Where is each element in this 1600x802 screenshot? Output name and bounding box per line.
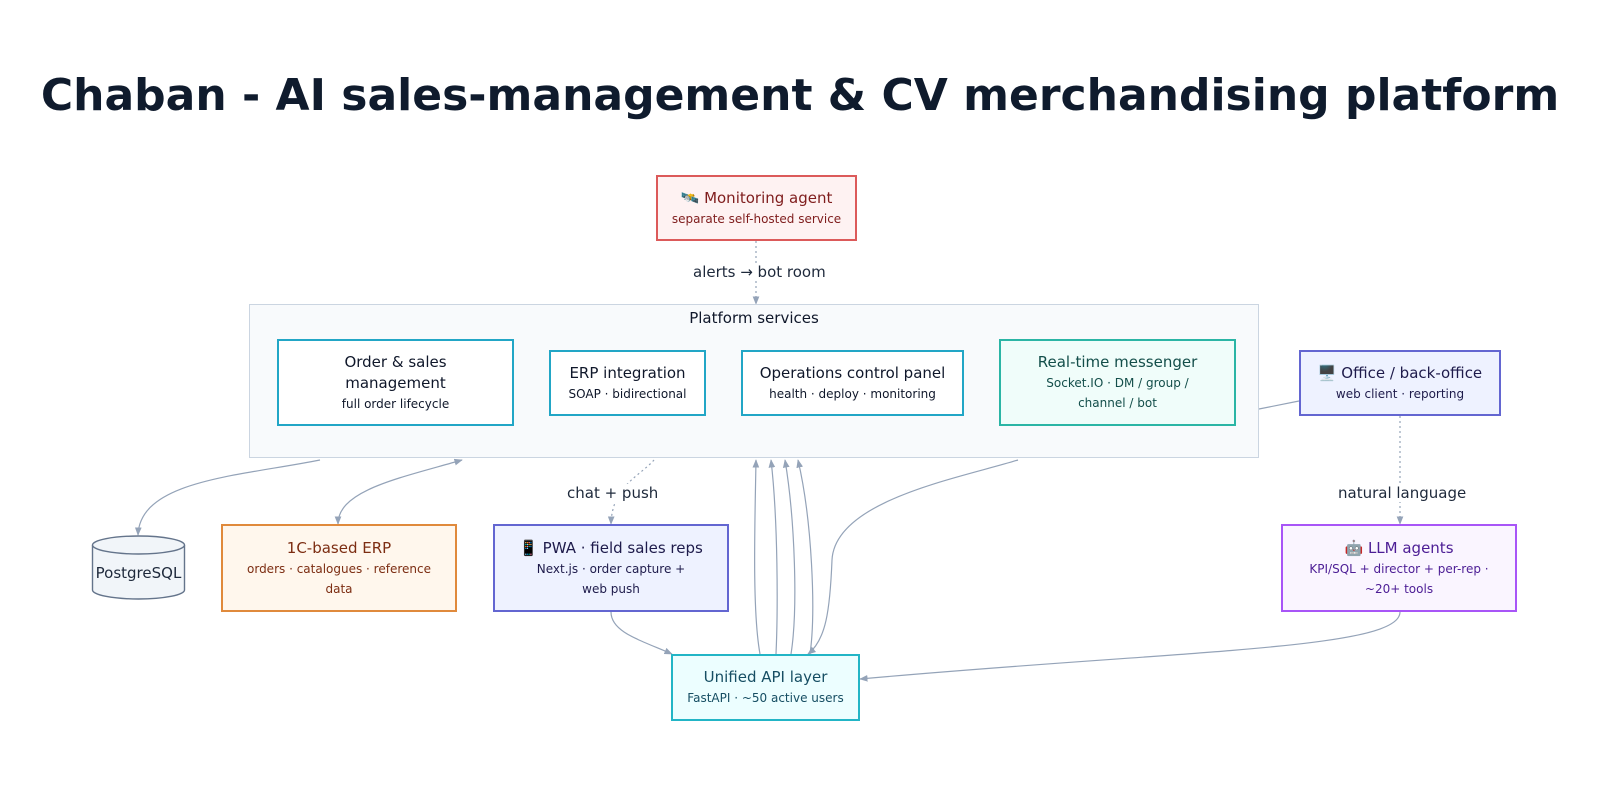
edge-label-natural-language: natural language [1334,484,1471,502]
node-postgres-label: PostgreSQL [95,564,182,582]
edge-platform-to-pwa [607,459,655,525]
database-cylinder-icon [91,535,186,600]
edge-messenger-to-api [807,459,1019,655]
node-1c-erp-sub: orders · catalogues · reference data [247,561,431,596]
node-order-management-sub: full order lifecycle [341,396,450,411]
mobile-phone-icon: 📱 [519,538,538,557]
node-office-sub: web client · reporting [1335,386,1465,401]
diagram-title: Chaban - AI sales-management & CV mercha… [40,70,1560,121]
node-office-title: 🖥️ Office / back-office [1318,363,1482,384]
node-api-sub: FastAPI · ~50 active users [687,691,844,705]
edge-platform-to-erp [334,458,463,525]
satellite-icon: 🛰️ [680,188,700,207]
edge-llm-to-api [859,611,1401,682]
node-llm-sub: KPI/SQL + director + per-rep · ~20+ tool… [1309,561,1489,596]
node-llm-label: LLM agents [1367,538,1454,557]
node-pwa-label: PWA · field sales reps [542,538,703,557]
node-monitoring-agent: 🛰️ Monitoring agent separate self-hosted… [656,175,857,241]
edge-pwa-to-api [610,611,673,655]
cluster-label: Platform services [689,309,819,327]
node-api-label: Unified API layer [703,668,828,686]
node-api-layer: Unified API layer FastAPI · ~50 active u… [671,654,860,721]
node-order-management: Order & sales management full order life… [277,339,514,426]
edge-api-to-platform-3 [782,459,796,655]
node-pwa: 📱 PWA · field sales reps Next.js · order… [493,524,729,612]
edge-label-chat-push: chat + push [563,484,663,502]
edge-label-alerts: alerts → bot room [689,263,830,281]
node-erp-integration-label: ERP integration [569,363,686,382]
node-llm-agents: 🤖 LLM agents KPI/SQL + director + per-re… [1281,524,1517,612]
node-llm-title: 🤖 LLM agents [1344,538,1453,559]
node-ops-panel: Operations control panel health · deploy… [741,350,964,416]
node-erp-integration: ERP integration SOAP · bidirectional [549,350,706,416]
edge-platform-to-postgres [134,459,321,536]
node-office-label: Office / back-office [1341,363,1483,382]
node-monitoring-agent-title: 🛰️ Monitoring agent [681,188,833,209]
node-ops-panel-label: Operations control panel [759,363,946,382]
edge-office-to-platform [1258,400,1300,410]
robot-icon: 🤖 [1344,538,1364,557]
node-1c-erp-label: 1C-based ERP [286,538,392,557]
node-erp-integration-sub: SOAP · bidirectional [568,386,687,401]
node-office: 🖥️ Office / back-office web client · rep… [1299,350,1501,416]
node-monitoring-agent-sub: separate self-hosted service [671,211,842,226]
edge-api-to-platform-4 [796,459,814,655]
node-monitoring-agent-label: Monitoring agent [704,188,833,207]
node-pwa-title: 📱 PWA · field sales reps [519,538,703,559]
node-messenger: Real-time messenger Socket.IO · DM / gro… [999,339,1236,426]
node-messenger-label: Real-time messenger [1037,353,1198,371]
node-1c-erp: 1C-based ERP orders · catalogues · refer… [221,524,457,612]
edge-api-to-platform-1 [752,459,761,655]
node-order-management-label: Order & sales management [344,352,447,392]
node-pwa-sub: Next.js · order capture + web push [536,561,686,596]
node-messenger-sub: Socket.IO · DM / group / channel / bot [1046,376,1189,410]
node-ops-panel-sub: health · deploy · monitoring [769,386,936,401]
desktop-computer-icon: 🖥️ [1317,363,1337,382]
edge-api-to-platform-2 [768,459,778,655]
